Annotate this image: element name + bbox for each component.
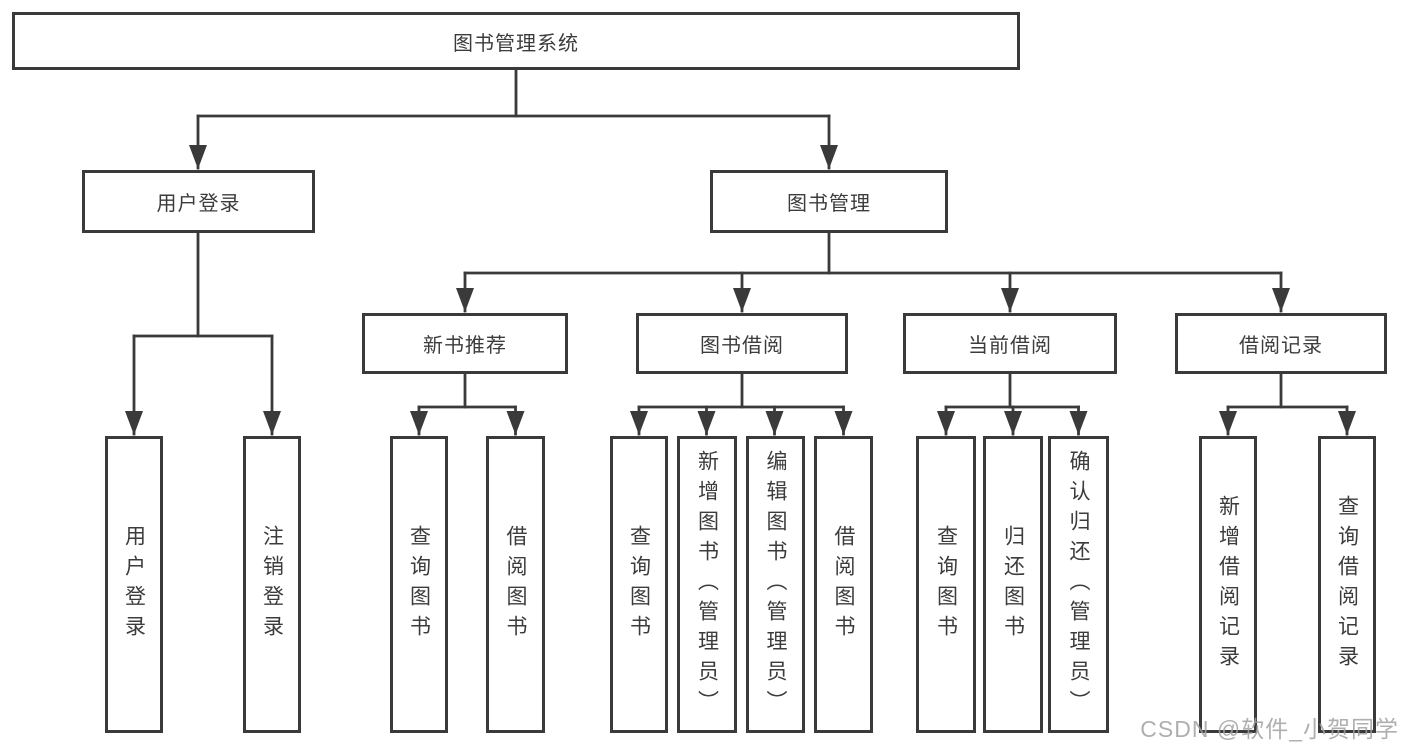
- node-book-management: 图书管理: [710, 170, 948, 233]
- node-label: 图书借阅: [700, 335, 784, 357]
- leaf-edit-books-admin: 编辑图书（管理员）: [746, 436, 805, 733]
- node-borrowing-records: 借阅记录: [1175, 313, 1387, 374]
- leaf-label: 查询图书: [407, 524, 431, 645]
- leaf-borrow-books-recommend: 借阅图书: [486, 436, 545, 733]
- leaf-label: 用户登录: [122, 524, 146, 645]
- leaf-label: 确认归还（管理员）: [1067, 449, 1090, 720]
- leaf-label: 查询图书: [934, 524, 958, 645]
- leaf-label: 借阅图书: [832, 524, 855, 645]
- leaf-label: 借阅图书: [504, 524, 527, 645]
- leaf-borrow-books: 借阅图书: [814, 436, 873, 733]
- node-user-login: 用户登录: [82, 170, 315, 233]
- leaf-query-books-current: 查询图书: [916, 436, 976, 733]
- node-book-borrowing: 图书借阅: [636, 313, 848, 374]
- node-label: 借阅记录: [1239, 335, 1323, 357]
- leaf-add-books-admin: 新增图书（管理员）: [677, 436, 737, 733]
- leaf-query-books-borrowing: 查询图书: [610, 436, 668, 733]
- node-label: 当前借阅: [968, 335, 1052, 357]
- node-current-borrowing: 当前借阅: [903, 313, 1117, 374]
- leaf-return-books: 归还图书: [983, 436, 1043, 733]
- leaf-logout: 注销登录: [243, 436, 301, 733]
- node-label: 用户登录: [156, 193, 241, 215]
- leaf-label: 查询图书: [627, 524, 651, 645]
- node-label: 图书管理: [787, 193, 871, 215]
- node-label: 新书推荐: [423, 335, 507, 357]
- leaf-label: 查询借阅记录: [1335, 494, 1359, 675]
- leaf-label: 新增借阅记录: [1216, 494, 1240, 675]
- node-label: 图书管理系统: [453, 32, 579, 55]
- leaf-query-borrow-record: 查询借阅记录: [1318, 436, 1376, 733]
- node-book-management-system: 图书管理系统: [12, 12, 1020, 70]
- leaf-label: 注销登录: [260, 524, 284, 645]
- leaf-label: 新增图书（管理员）: [695, 449, 719, 720]
- leaf-add-borrow-record: 新增借阅记录: [1199, 436, 1257, 733]
- node-new-book-recommendation: 新书推荐: [362, 313, 568, 374]
- leaf-label: 编辑图书（管理员）: [764, 449, 787, 720]
- csdn-watermark: CSDN @软件_小贺同学: [1140, 716, 1399, 742]
- leaf-label: 归还图书: [1001, 524, 1025, 645]
- leaf-query-books-recommend: 查询图书: [390, 436, 448, 733]
- leaf-user-login: 用户登录: [105, 436, 163, 733]
- leaf-confirm-return-admin: 确认归还（管理员）: [1048, 436, 1109, 733]
